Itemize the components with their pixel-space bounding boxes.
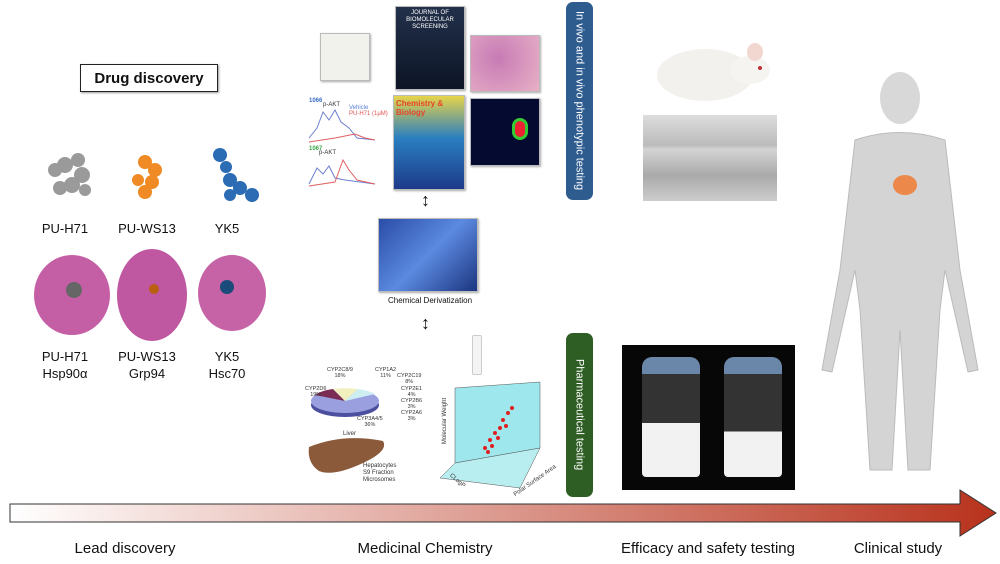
western-blot-image [643,115,777,201]
journal-cover-chemistry-biology: Chemistry & Biology [393,95,465,190]
binding-site-image [320,33,370,81]
liver-label: Liver [343,431,357,437]
ligand-label: PU-WS13 [118,221,176,236]
stage-clinical-study: Clinical study [853,540,943,557]
vial-image [472,335,482,375]
protein-complexes [34,249,266,341]
double-arrow-icon: ↕ [421,313,430,333]
p-akt-traces: 1066 p-AKT Vehicle PU-H71 (1μM) 1067 p-A… [305,98,388,190]
pharmaceutical-testing-banner: Pharmaceutical testing [566,333,593,497]
ligand-yk5 [213,148,259,202]
journal-cover-biomolecular-screening: JOURNAL OF BIOMOLECULAR SCREENING [395,6,465,90]
chemical-structures-image [378,218,478,292]
scatter-3d-plot: Molecular Weight Polar Surface Area CLog… [440,378,558,498]
protein-grp94 [117,249,187,341]
drug-discovery-title: Drug discovery [80,64,218,92]
bound-ligand [66,282,82,298]
bound-ligand [149,284,159,294]
stage-lead-discovery: Lead discovery [74,540,176,557]
stage-efficacy-safety: Efficacy and safety testing [621,540,795,557]
cyp-pie-chart [311,388,379,417]
protein-hsc70 [198,255,266,331]
ligand-structures [48,148,259,202]
vials-photo [622,345,795,490]
stage-medicinal-chemistry: Medicinal Chemistry [357,540,493,557]
human-body-image [821,72,979,471]
in-vivo-testing-banner: In vivo and in vivo phenotypic testing [566,2,593,200]
fluorescence-image [470,98,540,166]
liver-image [308,438,385,473]
ligand-pu-ws13 [132,155,162,199]
double-arrow-icon: ↕ [421,190,430,210]
histology-image [470,35,540,92]
ligand-label: PU-H71 [41,221,89,236]
mouse-image [657,43,770,101]
timeline-arrow [9,489,997,537]
bound-ligand [220,280,234,294]
chemical-derivatization-label: Chemical Derivatization [387,296,473,305]
ligand-pu-h71 [48,153,91,196]
ligand-label: YK5 [214,221,240,236]
